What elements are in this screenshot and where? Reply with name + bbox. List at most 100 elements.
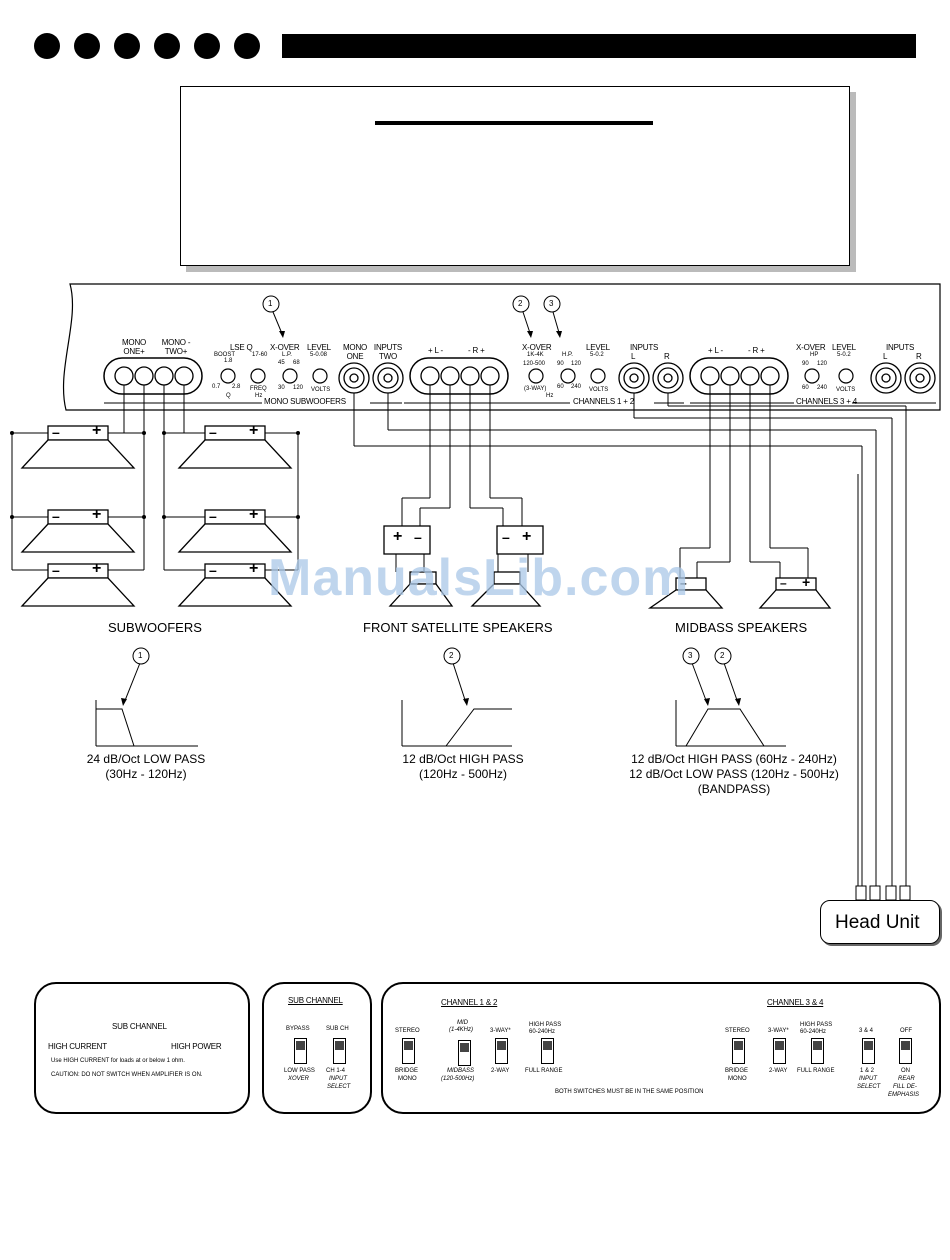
- subwoofers-caption: SUBWOOFERS: [108, 620, 202, 635]
- both-switches-note: BOTH SWITCHES MUST BE IN THE SAME POSITI…: [555, 1089, 704, 1095]
- mono-one-plus-label: MONO ONE+: [121, 338, 147, 356]
- fullrange-label: FULL RANGE: [525, 1068, 563, 1074]
- mid-curve-line3: (BANDPASS): [697, 782, 771, 796]
- midbass-label: MIDBASS: [447, 1068, 475, 1074]
- bridge-switch-12[interactable]: [402, 1038, 415, 1064]
- channels-12-label: CHANNELS 1 + 2: [573, 397, 635, 406]
- bullet-dot-5: [194, 33, 220, 59]
- ch14-label: CH 1-4: [326, 1068, 346, 1074]
- title-rule: [375, 121, 653, 125]
- hp-range-label: 60-240Hz: [529, 1029, 556, 1035]
- bullet-dot-4: [154, 33, 180, 59]
- sub3-minus: –: [52, 508, 60, 524]
- twoway-label: 2-WAY: [491, 1068, 510, 1074]
- inputs-12-r: R: [664, 352, 670, 361]
- highpass-switch-12[interactable]: [541, 1038, 554, 1064]
- inputs-12-l: L: [631, 352, 636, 361]
- lp-d: 120: [293, 385, 304, 391]
- hp3-label: HP: [810, 352, 819, 358]
- callout-3: 3: [549, 299, 554, 308]
- bridge-switch-34[interactable]: [732, 1038, 745, 1064]
- front-satellite-caption: FRONT SATELLITE SPEAKERS: [363, 620, 553, 635]
- header-bar: [282, 34, 916, 58]
- level2-range: 5-0.2: [590, 352, 604, 358]
- bypass-label: BYPASS: [286, 1026, 310, 1032]
- inputs-34-label: INPUTS: [886, 343, 915, 352]
- sub-channel-power-panel: SUB CHANNEL HIGH CURRENT HIGH POWER Use …: [34, 982, 250, 1114]
- mid-midbass-switch[interactable]: [458, 1040, 471, 1066]
- ch34-lr-right: - R +: [748, 346, 765, 355]
- threeway-switch-34[interactable]: [773, 1038, 786, 1064]
- volts3-label: VOLTS: [836, 387, 856, 393]
- mono-one-input-label: MONO ONE: [342, 343, 368, 361]
- lp-c: 30: [278, 385, 285, 391]
- bullet-dot-6: [234, 33, 260, 59]
- highpass-label: HIGH PASS: [529, 1022, 562, 1028]
- stereo-label: STEREO: [395, 1028, 420, 1034]
- bullet-dot-3: [114, 33, 140, 59]
- bridge-label: BRIDGE: [395, 1068, 419, 1074]
- mid2-plus: +: [802, 574, 811, 590]
- inputs-12-label: INPUTS: [630, 343, 659, 352]
- mid-curve-line1: 12 dB/Oct HIGH PASS (60Hz - 240Hz): [631, 752, 837, 766]
- select-label: SELECT: [327, 1084, 351, 1090]
- mono-label: MONO: [398, 1076, 417, 1082]
- hk-label: 1K-4K: [527, 352, 544, 358]
- off-label: OFF: [900, 1028, 912, 1034]
- lse-q-label: LSE Q: [230, 343, 253, 352]
- curve-callout-1: 1: [138, 651, 143, 660]
- xo-d: 120: [571, 361, 582, 367]
- sub-curve-line2: (30Hz - 120Hz): [105, 767, 187, 781]
- sub4-minus: –: [209, 508, 217, 524]
- fill-deemphasis-switch[interactable]: [899, 1038, 912, 1064]
- lp-label: L.P.: [282, 352, 292, 358]
- q-freq-range: 17-60: [252, 352, 268, 358]
- xover2-plus: +: [522, 528, 532, 545]
- ch34-title: CHANNEL 3 & 4: [767, 998, 824, 1007]
- subch-label: SUB CH: [326, 1026, 349, 1032]
- highpass-switch-34[interactable]: [811, 1038, 824, 1064]
- channel-settings-panel: CHANNEL 1 & 2 CHANNEL 3 & 4 STEREO BRIDG…: [381, 982, 941, 1114]
- level-label: LEVEL: [307, 343, 331, 352]
- ch34-lr-left: + L -: [708, 346, 723, 355]
- inputs-34-l: L: [883, 352, 888, 361]
- xo-f: 240: [571, 384, 582, 390]
- mono2-label: MONO: [728, 1076, 747, 1082]
- midbass-range-label: (120-500Hz): [441, 1076, 475, 1082]
- q-label: Q: [226, 393, 231, 399]
- sub1-minus: –: [52, 424, 60, 440]
- curve-callout-2b: 2: [720, 651, 725, 660]
- level3-range: 5-0.2: [837, 352, 851, 358]
- sub5-minus: –: [52, 562, 60, 578]
- hz-label: Hz: [255, 393, 263, 399]
- mid-range-label: (1-4KHz): [449, 1027, 474, 1033]
- inputs-34-r: R: [916, 352, 922, 361]
- threeway-label: 3-WAY*: [490, 1028, 511, 1034]
- title-box: [180, 86, 850, 266]
- mid1-minus: –: [680, 576, 687, 590]
- fill-label: FILL DE-: [893, 1084, 917, 1090]
- bypass-switch[interactable]: [294, 1038, 307, 1064]
- emphasis-label: EMPHASIS: [888, 1092, 920, 1098]
- input-select-switch-34[interactable]: [862, 1038, 875, 1064]
- panel1-note2: CAUTION: DO NOT SWITCH WHEN AMPLIFIER IS…: [51, 1072, 203, 1078]
- threeway-switch-12[interactable]: [495, 1038, 508, 1064]
- xover2-minus: –: [502, 529, 510, 545]
- head-unit-box: Head Unit: [820, 900, 940, 944]
- sub-channel-panel: SUB CHANNEL BYPASS SUB CH LOW PASS XOVER…: [262, 982, 372, 1114]
- bullet-dot-2: [74, 33, 100, 59]
- xover1-minus: –: [414, 529, 422, 545]
- hp-label: H.P.: [562, 352, 573, 358]
- mono-two-plus-label: MONO -TWO+: [161, 338, 191, 356]
- head-unit-label: Head Unit: [835, 912, 920, 933]
- q-low: 0.7: [212, 384, 221, 390]
- panel1-note1: Use HIGH CURRENT for loads at or below 1…: [51, 1058, 185, 1064]
- input-select-switch[interactable]: [333, 1038, 346, 1064]
- xo-c: 90: [557, 361, 564, 367]
- xo-hz: Hz: [546, 393, 554, 399]
- front-curve-line1: 12 dB/Oct HIGH PASS: [402, 752, 524, 766]
- watermark: ManualsLib.com: [268, 549, 690, 607]
- q-high: 2.8: [232, 384, 241, 390]
- curve-callout-3: 3: [688, 651, 693, 660]
- highpass2-label: HIGH PASS: [800, 1022, 833, 1028]
